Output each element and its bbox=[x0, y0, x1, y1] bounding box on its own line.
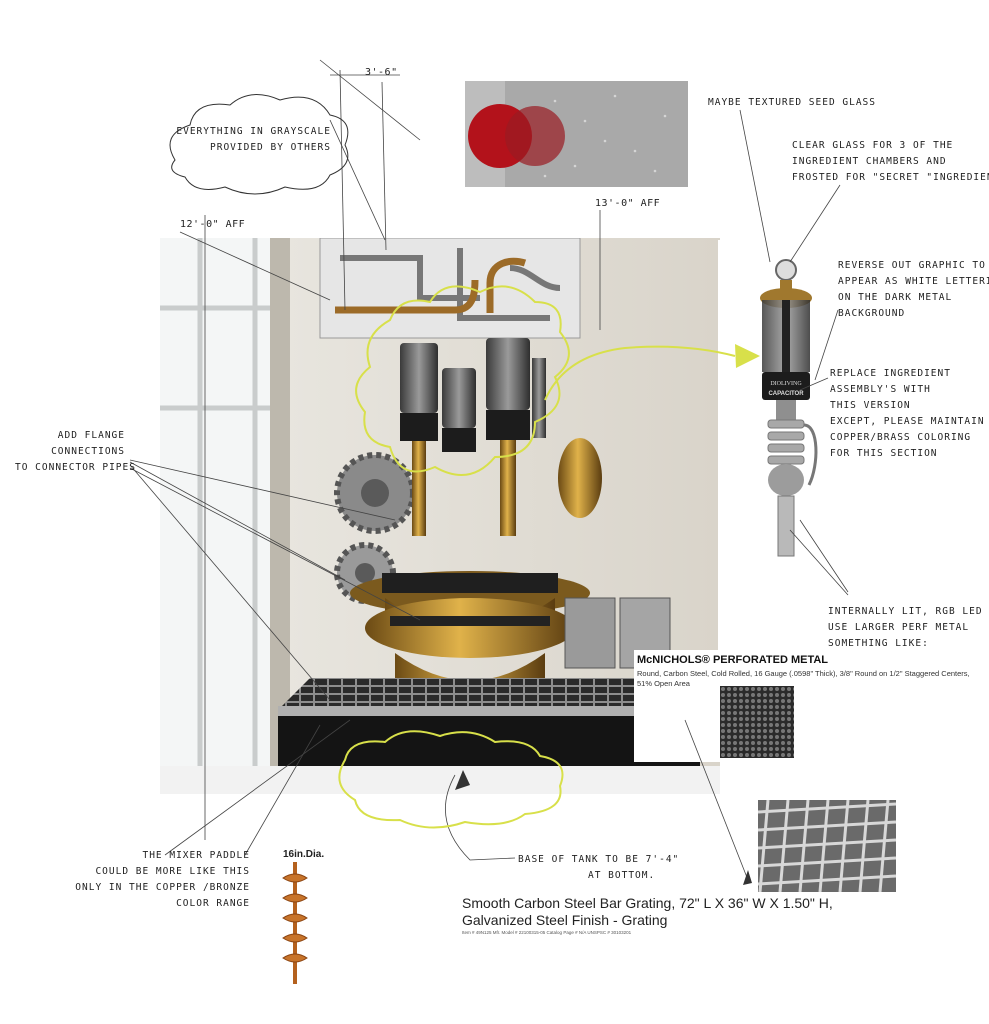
note-clear-glass: CLEAR GLASS FOR 3 OF THE INGREDIENT CHAM… bbox=[792, 140, 989, 183]
mcnichols-spec: McNICHOLS® PERFORATED METAL Round, Carbo… bbox=[634, 650, 986, 762]
auger-label: 16in.Dia. bbox=[283, 849, 325, 860]
height-dimension-left: 12'-0" AFF bbox=[180, 219, 246, 230]
note-grayscale: EVERYTHING IN GRAYSCALE PROVIDED BY OTHE… bbox=[176, 126, 331, 153]
width-dimension: 3'-6" bbox=[365, 67, 398, 78]
note-led: INTERNALLY LIT, RGB LED USE LARGER PERF … bbox=[828, 606, 983, 649]
note-replace-assembly: REPLACE INGREDIENT ASSEMBLY'S WITH THIS … bbox=[830, 368, 985, 459]
note-base: BASE OF TANK TO BE 7'-4" AT BOTTOM. bbox=[518, 854, 680, 881]
auger-image bbox=[282, 862, 308, 984]
mcnichols-title: McNICHOLS® PERFORATED METAL bbox=[637, 654, 829, 666]
height-dimension-right: 13'-0" AFF bbox=[595, 198, 661, 209]
note-flange: ADD FLANGE CONNECTIONS TO CONNECTOR PIPE… bbox=[15, 430, 136, 473]
seed-glass-photo bbox=[465, 81, 688, 187]
note-reverse-graphic: REVERSE OUT GRAPHIC TO APPEAR AS WHITE L… bbox=[838, 260, 989, 319]
grating-meta: Item # 49N125 Mfr. Model # 22100315-05 C… bbox=[462, 930, 632, 935]
perforated-metal-swatch bbox=[720, 686, 794, 758]
note-seed-glass: MAYBE TEXTURED SEED GLASS bbox=[708, 97, 876, 108]
capacitor-brand: DIOLIVING bbox=[770, 381, 802, 387]
grating-title: Smooth Carbon Steel Bar Grating, 72" L X… bbox=[462, 895, 833, 928]
note-mixer-paddle: THE MIXER PADDLE COULD BE MORE LIKE THIS… bbox=[75, 850, 250, 909]
machine-rendering bbox=[160, 238, 720, 794]
mcnichols-description: Round, Carbon Steel, Cold Rolled, 16 Gau… bbox=[637, 669, 970, 688]
capacitor-label: CAPACITOR bbox=[768, 391, 804, 397]
bar-grating-photo bbox=[758, 800, 896, 892]
